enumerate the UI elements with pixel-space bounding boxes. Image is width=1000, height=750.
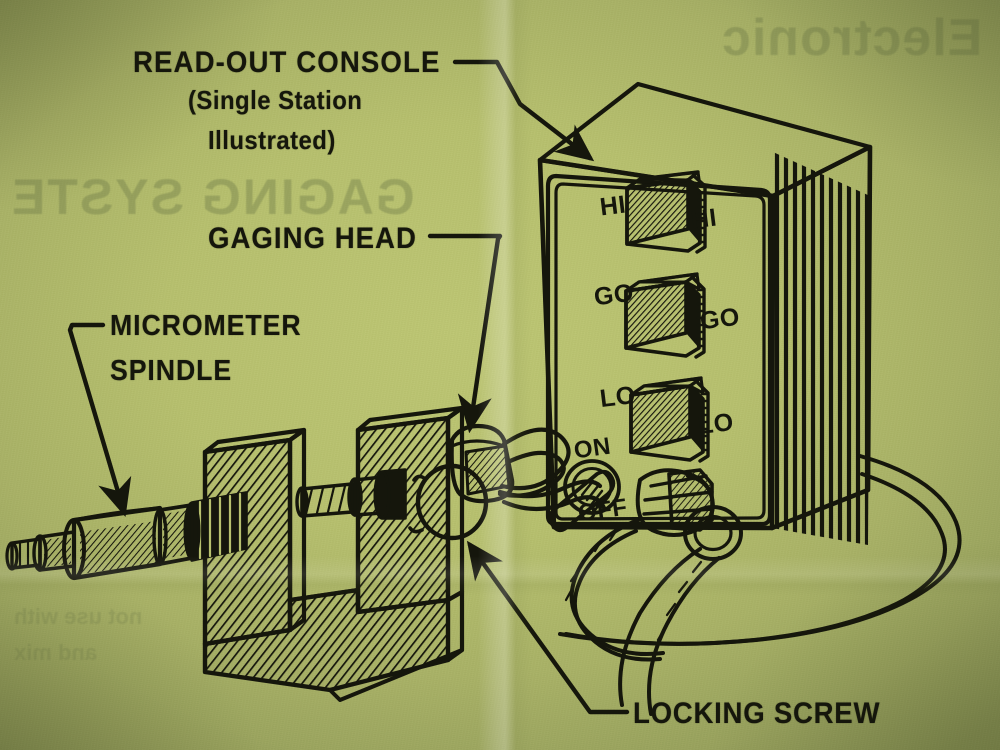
leader-readout-console bbox=[452, 59, 595, 162]
c-frame-fixture bbox=[202, 405, 465, 702]
callout-gaging-head: GAGING HEAD bbox=[208, 222, 417, 255]
lamp-lo bbox=[629, 376, 710, 463]
leader-micrometer-spindle bbox=[67, 322, 132, 518]
lamp-hi-label-right: HI bbox=[689, 203, 719, 235]
leader-locking-screw bbox=[466, 540, 630, 715]
gaging-head bbox=[449, 423, 607, 512]
lamp-go-label-left: GO bbox=[592, 278, 636, 312]
lamp-hi bbox=[625, 170, 707, 254]
console-connector-and-cables bbox=[558, 454, 962, 716]
lamp-lo-label-right: LO bbox=[696, 407, 736, 441]
lamp-lo-label-left: LO bbox=[598, 380, 638, 414]
lamp-go-label-right: GO bbox=[698, 302, 742, 336]
callout-readout-console-subtitle-line1: (Single Station bbox=[188, 85, 363, 115]
callout-readout-console-title: READ-OUT CONSOLE bbox=[133, 46, 441, 79]
lamp-go bbox=[624, 272, 706, 359]
callout-micrometer-spindle-line1: MICROMETER bbox=[110, 310, 302, 342]
power-switch-on-label: ON bbox=[572, 432, 613, 465]
callout-micrometer-spindle-line2: SPINDLE bbox=[110, 355, 233, 387]
lamp-hi-label-left: HI bbox=[598, 190, 628, 222]
callout-locking-screw: LOCKING SCREW bbox=[633, 697, 881, 730]
anvil-pin bbox=[295, 468, 407, 520]
micrometer-spindle bbox=[5, 491, 248, 581]
leader-gaging-head bbox=[427, 233, 503, 434]
callout-readout-console-subtitle-line2: Illustrated) bbox=[208, 125, 336, 155]
